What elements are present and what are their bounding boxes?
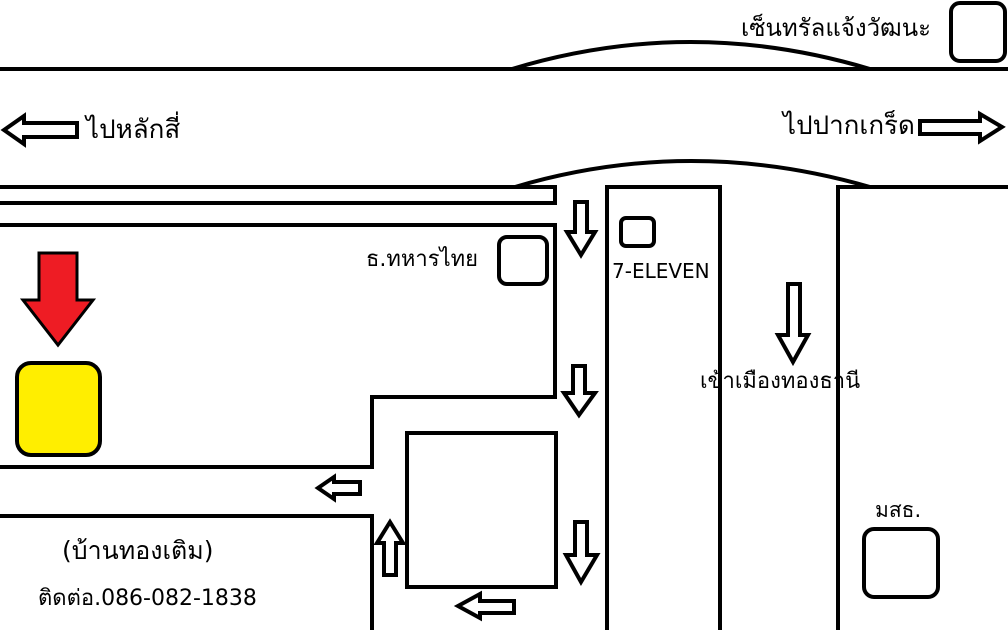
arrow-down-muangthong: [774, 282, 812, 367]
seven-eleven-building: [619, 216, 656, 248]
central-building: [949, 1, 1007, 63]
road-bump-top: [511, 40, 871, 71]
arrow-right-pakkret: [918, 110, 1006, 145]
bank-building: [497, 235, 549, 286]
arrow-down-1: [563, 200, 599, 259]
destination-marker-arrow: [19, 251, 97, 348]
soi-block-lower: [0, 514, 374, 630]
label-contact: ติดต่อ.086-082-1838: [38, 586, 257, 611]
soi-block-upper: [0, 223, 557, 469]
road-median: [605, 185, 722, 630]
arrow-left-laksi: [0, 112, 79, 148]
road-edge-right: [836, 185, 1008, 630]
arrow-left-soi: [314, 473, 362, 503]
house-destination: [15, 361, 102, 457]
arrow-left-bottom: [453, 590, 516, 622]
stou-building: [862, 527, 940, 599]
arrow-down-2: [560, 364, 599, 419]
arrow-down-3: [562, 520, 601, 587]
label-central: เซ็นทรัลแจ้งวัฒนะ: [741, 14, 932, 42]
road-edge-bottom: [0, 185, 557, 205]
arrow-up: [373, 518, 407, 577]
label-house: (บ้านทองเติม): [62, 536, 214, 565]
label-seven-eleven: 7-ELEVEN: [612, 259, 710, 283]
label-to-muangthong: เข้าเมืองทองธานี: [700, 369, 861, 394]
road-bump-bottom: [514, 159, 871, 189]
label-stou: มสธ.: [875, 498, 922, 522]
label-to-laksi: ไปหลักสี่: [86, 115, 181, 145]
label-to-pakkret: ไปปากเกร็ด: [783, 111, 915, 141]
block-island: [405, 431, 558, 589]
label-bank: ธ.ทหารไทย: [366, 247, 479, 272]
